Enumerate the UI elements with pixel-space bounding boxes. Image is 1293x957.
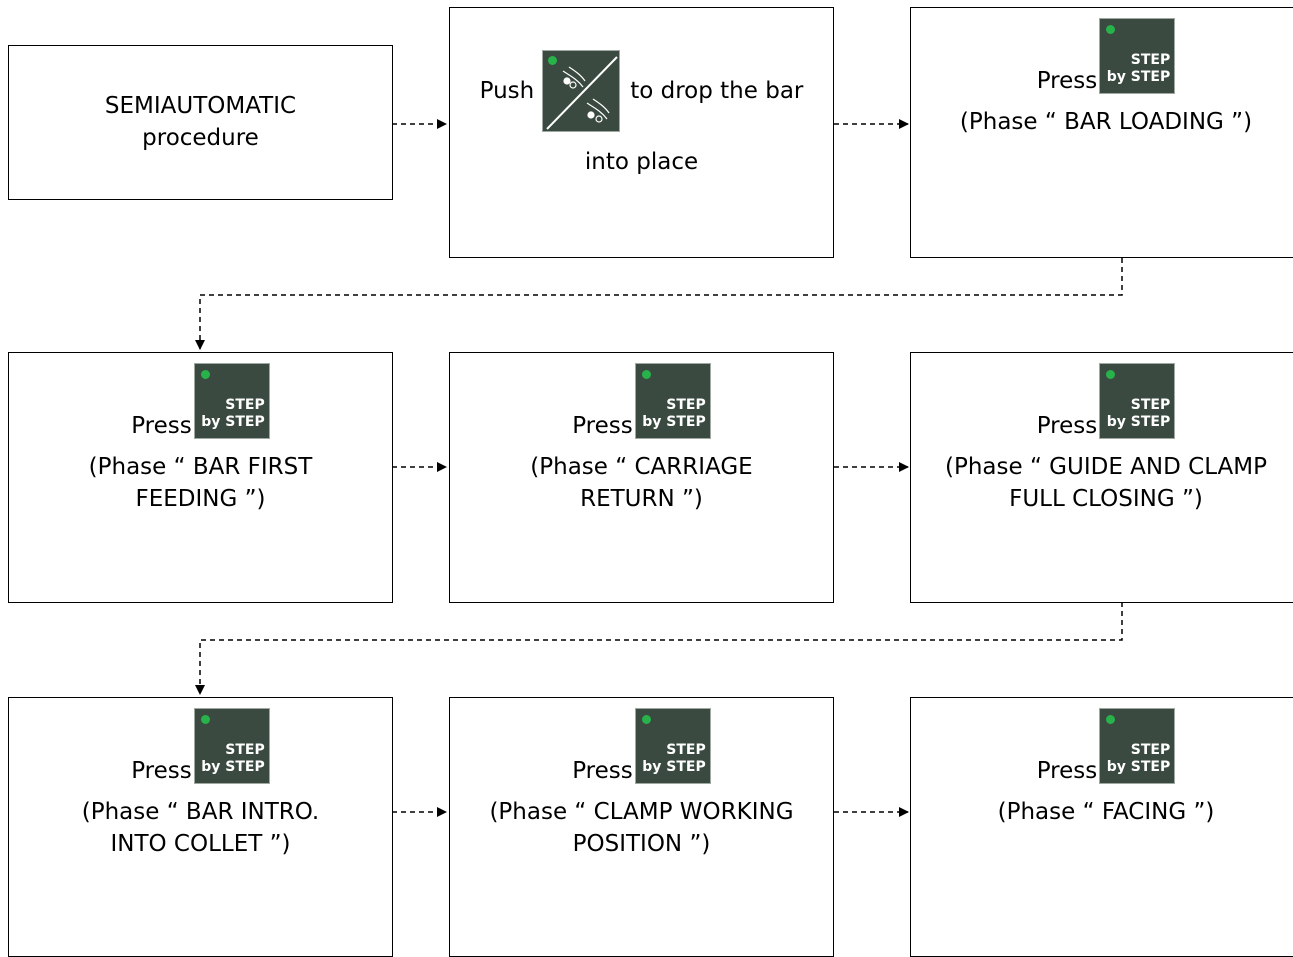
led-icon: [200, 370, 210, 379]
phase-line1: (Phase “ FACING ”): [997, 799, 1215, 825]
press-label: Press: [131, 413, 192, 439]
icon-text-by-step: by STEP: [1106, 414, 1171, 430]
phase-line1: (Phase “ BAR LOADING ”): [959, 109, 1253, 135]
phase-line2: FEEDING ”): [135, 486, 266, 512]
step-bar-first-feeding: Press STEP by STEP (Phase “ BAR FIRST FE…: [8, 352, 393, 603]
phase-line2: FULL CLOSING ”): [1009, 486, 1203, 512]
icon-text-by-step: by STEP: [201, 414, 265, 430]
led-icon: [548, 56, 558, 65]
push-label: Push: [479, 78, 535, 104]
icon-text-step: STEP: [225, 397, 265, 413]
phase-line2: RETURN ”): [580, 486, 703, 512]
icon-text-step: STEP: [225, 742, 265, 758]
icon-text-by-step: by STEP: [1106, 69, 1171, 85]
press-label: Press: [131, 758, 192, 784]
step-by-step-icon: STEP by STEP: [634, 708, 711, 784]
icon-text-step: STEP: [666, 742, 706, 758]
step-by-step-icon: STEP by STEP: [634, 363, 711, 439]
step-bar-intro-collet: Press STEP by STEP (Phase “ BAR INTRO. I…: [8, 697, 393, 957]
step-clamp-working-position: Press STEP by STEP (Phase “ CLAMP WORKIN…: [449, 697, 834, 957]
icon-text-by-step: by STEP: [642, 414, 706, 430]
drop-line2: into place: [584, 149, 699, 175]
arrow-guide-to-intro: [195, 602, 1123, 695]
phase-line2: POSITION ”): [572, 831, 711, 857]
start-line1: SEMIAUTOMATIC: [104, 93, 297, 119]
phase-line2: INTO COLLET ”): [110, 831, 291, 857]
led-icon: [200, 715, 210, 724]
drop-label: to drop the bar: [630, 78, 804, 104]
press-label: Press: [1036, 68, 1098, 94]
step-by-step-icon: STEP by STEP: [1099, 18, 1176, 94]
icon-text-by-step: by STEP: [642, 759, 706, 775]
step-by-step-icon: STEP by STEP: [193, 708, 270, 784]
step-by-step-icon: STEP by STEP: [1099, 708, 1176, 784]
phase-line1: (Phase “ CARRIAGE: [530, 454, 753, 480]
icon-text-step: STEP: [1130, 52, 1171, 68]
step-facing: Press STEP by STEP (Phase “ FACING ”): [910, 697, 1293, 957]
press-label: Press: [572, 413, 633, 439]
start-line2: procedure: [142, 125, 259, 151]
icon-text-step: STEP: [1130, 397, 1171, 413]
press-label: Press: [1036, 413, 1098, 439]
press-label: Press: [572, 758, 633, 784]
led-icon: [641, 715, 651, 724]
icon-text-step: STEP: [1130, 742, 1171, 758]
icon-text-by-step: by STEP: [1106, 759, 1171, 775]
press-label: Press: [1036, 758, 1098, 784]
led-icon: [1106, 25, 1116, 34]
step-guide-clamp-closing: Press STEP by STEP (Phase “ GUIDE AND CL…: [910, 352, 1293, 603]
phase-line1: (Phase “ CLAMP WORKING: [489, 799, 794, 825]
phase-line1: (Phase “ BAR INTRO.: [81, 799, 320, 825]
step-by-step-icon: STEP by STEP: [1099, 363, 1176, 439]
step-by-step-icon: STEP by STEP: [193, 363, 270, 439]
drop-bar-box: Push to drop the bar into place: [449, 7, 834, 258]
phase-line1: (Phase “ BAR FIRST: [88, 454, 313, 480]
led-icon: [641, 370, 651, 379]
arrow-loading-to-first-feeding: [195, 258, 1123, 350]
icon-text-by-step: by STEP: [201, 759, 265, 775]
phase-line1: (Phase “ GUIDE AND CLAMP: [945, 454, 1267, 480]
step-bar-loading: Press STEP by STEP (Phase “ BAR LOADING …: [910, 7, 1293, 258]
step-carriage-return: Press STEP by STEP (Phase “ CARRIAGE RET…: [449, 352, 834, 603]
led-icon: [1106, 715, 1116, 724]
start-box: SEMIAUTOMATIC procedure: [8, 45, 393, 200]
icon-text-step: STEP: [666, 397, 706, 413]
led-icon: [1106, 370, 1116, 379]
bar-drop-icon: [542, 50, 621, 132]
